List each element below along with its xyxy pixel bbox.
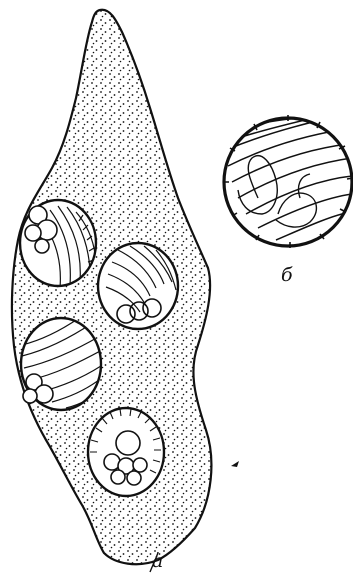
inclusion-lower	[88, 408, 164, 496]
panel-label-b: б	[281, 266, 293, 285]
enlarged-inclusion	[223, 115, 353, 248]
arrow-mark	[231, 461, 239, 467]
inclusion-right	[98, 243, 178, 329]
panel-label-a: а	[152, 552, 163, 571]
inclusion-upper-left	[20, 200, 96, 288]
